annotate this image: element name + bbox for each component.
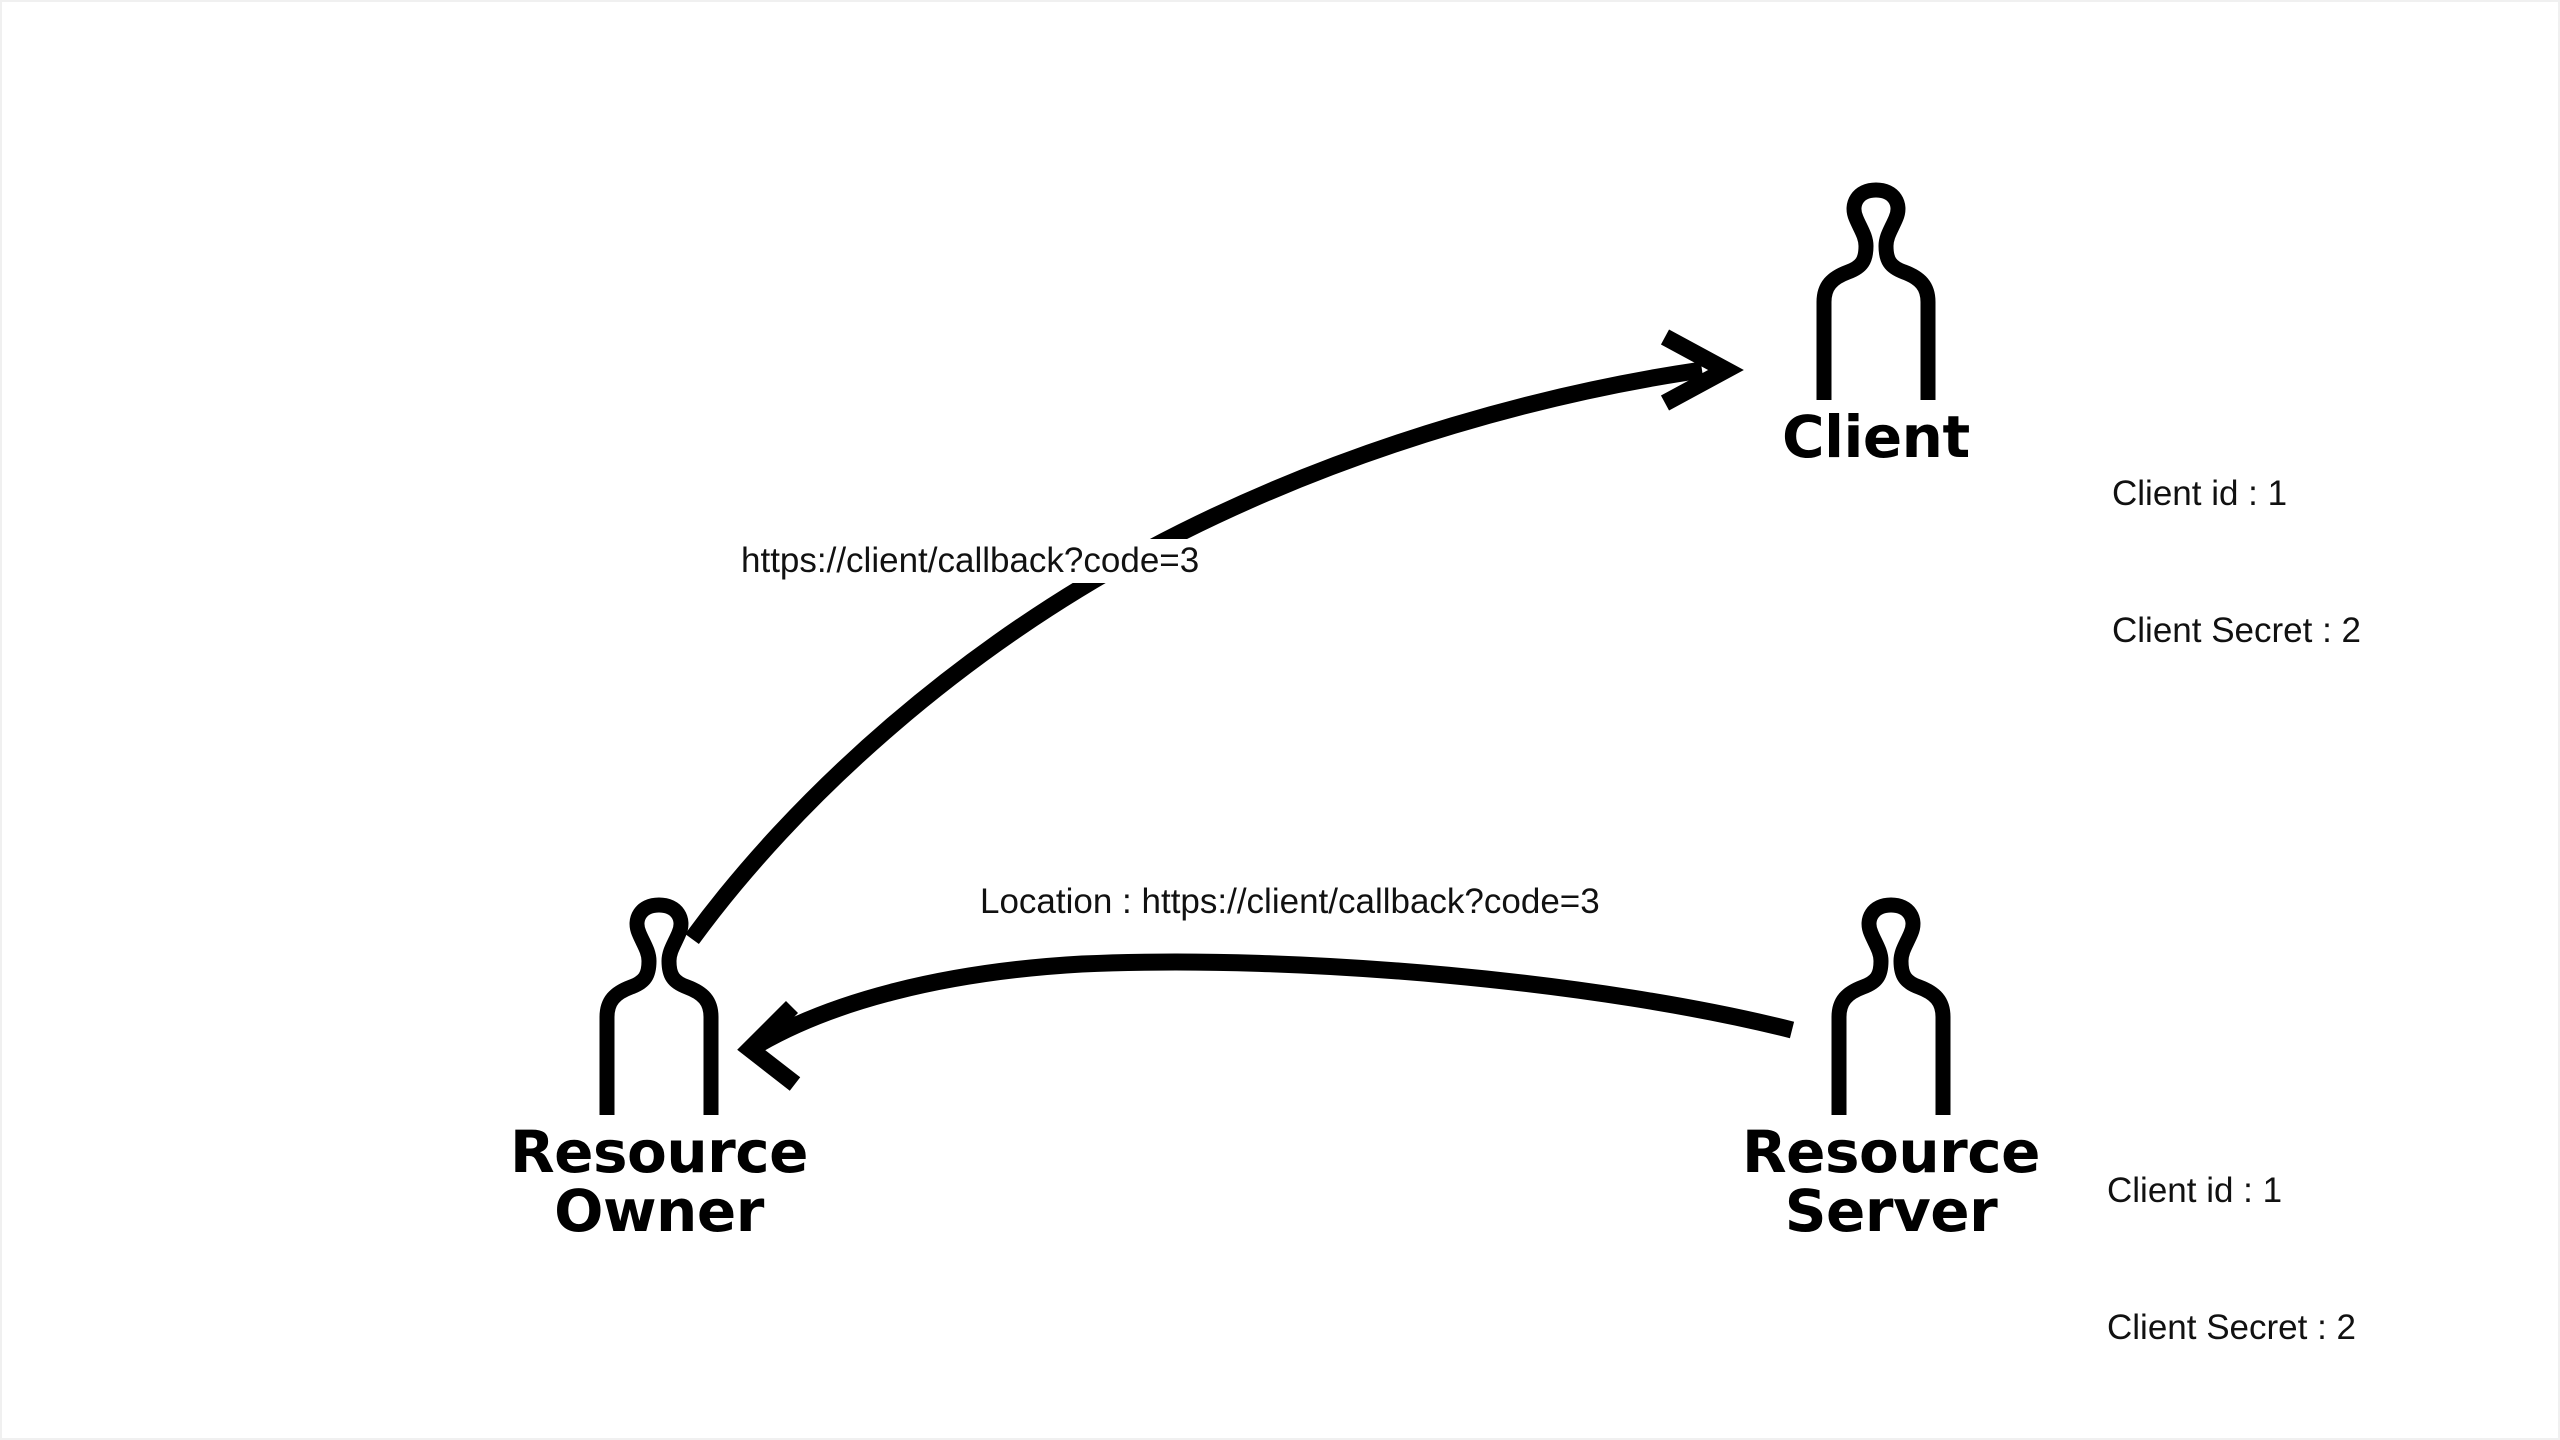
- edge-label-owner-to-client: https://client/callback?code=3: [735, 539, 1206, 583]
- arrow-owner-to-client-shaft: [685, 361, 1704, 945]
- actor-resource-server-label: Resource Server: [1742, 1118, 2040, 1246]
- client-info-line: Client id : 1: [2112, 474, 2288, 513]
- actor-resource-owner-label: Resource Owner: [510, 1118, 808, 1246]
- arrow-owner-to-client: [685, 329, 1744, 945]
- person-icon: [599, 897, 719, 1115]
- actor-resource-server[interactable]: Resource Server: [1742, 897, 2040, 1241]
- resource-server-info-block: Client id : 1 Client Secret : 2 redirect…: [2107, 1077, 2481, 1438]
- client-info-block: Client id : 1 Client Secret : 2: [2112, 380, 2361, 744]
- actor-client-label: Client: [1782, 403, 1970, 471]
- edge-label-server-to-owner: Location : https://client/callback?code=…: [974, 880, 1606, 924]
- arrow-server-to-owner-head: [737, 1000, 801, 1091]
- actor-resource-owner[interactable]: Resource Owner: [510, 897, 808, 1241]
- person-icon: [1816, 182, 1936, 400]
- arrow-server-to-owner: [737, 953, 1795, 1091]
- arrow-owner-to-client-head: [1660, 329, 1744, 411]
- resource-server-info-line: Client Secret : 2: [2107, 1307, 2356, 1347]
- actor-client[interactable]: Client: [1782, 182, 1970, 467]
- arrow-server-to-owner-shaft: [754, 953, 1795, 1052]
- client-info-line: Client Secret : 2: [2112, 610, 2361, 650]
- person-icon: [1831, 897, 1951, 1115]
- resource-server-info-line: Client id : 1: [2107, 1171, 2283, 1210]
